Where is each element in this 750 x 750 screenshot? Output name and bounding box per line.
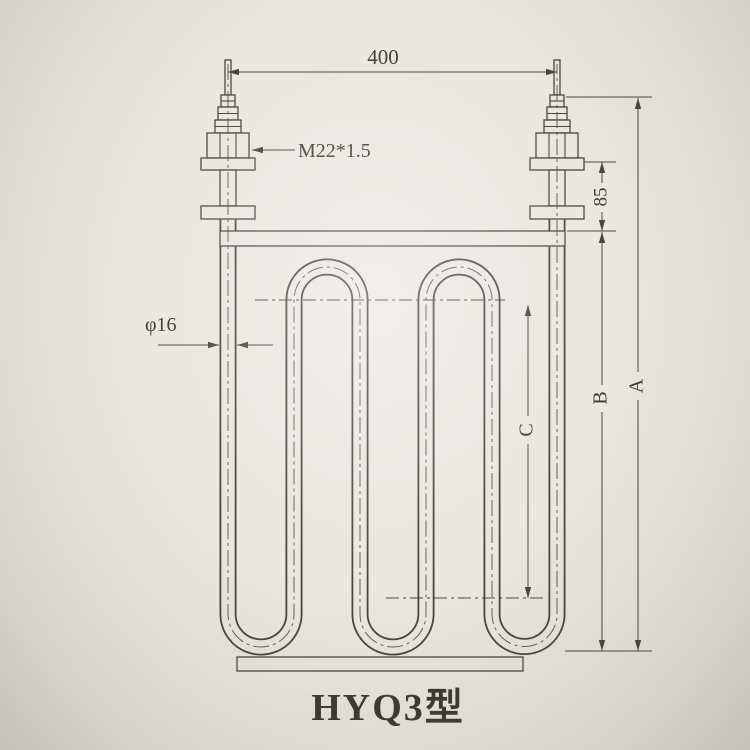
dim-b-label: B: [590, 391, 612, 404]
dimension-diameter: φ16: [145, 314, 273, 349]
heating-tube-outline: [219, 218, 566, 656]
heating-tube-bore: [221, 218, 564, 654]
dimension-thread: M22*1.5: [252, 140, 371, 162]
bottom-bracket: [236, 656, 524, 672]
tube-diameter-label: φ16: [145, 314, 177, 336]
dimension-85: 85: [584, 161, 616, 231]
thread-spec-label: M22*1.5: [298, 140, 371, 162]
dim-a-label: A: [626, 378, 648, 393]
dim-c-label: C: [516, 423, 538, 436]
dimension-a: A: [565, 96, 652, 652]
dimension-400-label: 400: [367, 45, 399, 69]
dimension-c: C: [516, 305, 538, 598]
dimension-b: B: [567, 230, 616, 651]
dimension-400: 400: [228, 45, 557, 76]
tube-centerline: [227, 64, 558, 648]
terminal-height-label: 85: [590, 188, 611, 207]
mounting-plate: [219, 230, 566, 247]
drawing-title: HYQ3型: [311, 687, 465, 729]
